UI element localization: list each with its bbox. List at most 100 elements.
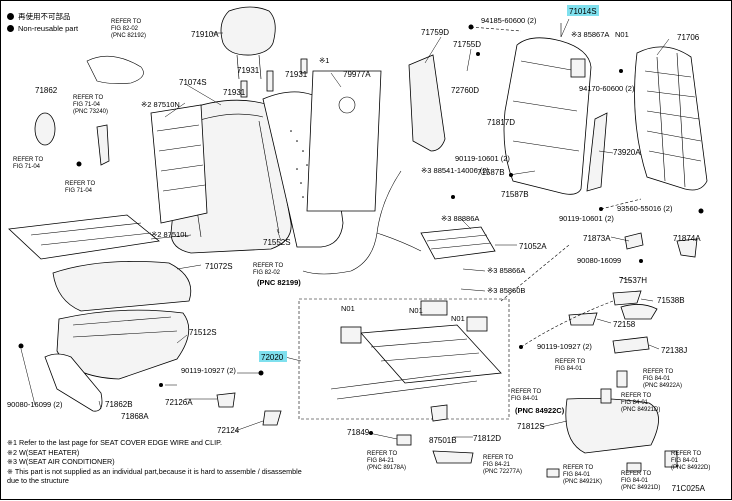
- label-72126A[interactable]: 72126A: [165, 398, 193, 407]
- label-90119-a[interactable]: 90119-10601 (2): [455, 154, 510, 163]
- side-cover-drawing: [408, 54, 446, 152]
- label-85860B[interactable]: ※3 85860B: [487, 286, 525, 295]
- label-71862[interactable]: 71862: [35, 86, 58, 95]
- footnote-1: ※1 Refer to the last page for SEAT COVER…: [7, 438, 222, 447]
- headrest-guides: [240, 58, 308, 98]
- label-90080-b[interactable]: 90080-16099 (2): [7, 400, 63, 409]
- label-N01-d[interactable]: N01: [451, 314, 465, 323]
- cushion-cover-drawing: [52, 260, 192, 312]
- label-85867A[interactable]: ※3 85867A: [571, 30, 609, 39]
- label-88541[interactable]: ※3 88541-14006 (2): [421, 166, 490, 175]
- seatback-frame-drawing: [503, 23, 592, 195]
- label-85866A[interactable]: ※3 85866A: [487, 266, 525, 275]
- label-71931-a[interactable]: 71931: [237, 66, 260, 75]
- label-90119-c[interactable]: 90119-10927 (2): [537, 342, 592, 351]
- label-90119-d[interactable]: 90119-10927 (2): [181, 366, 236, 375]
- label-71072S[interactable]: 71072S: [205, 262, 233, 271]
- headrest-drawing: [211, 6, 276, 80]
- footnote-5: due to the structure: [7, 476, 69, 486]
- label-72124[interactable]: 72124: [217, 426, 240, 435]
- label-71074S[interactable]: 71074S: [179, 78, 207, 87]
- legend-row-jp: 再使用不可部品: [7, 11, 78, 23]
- dashed-leader-3: [600, 198, 642, 210]
- skirt-drawing: [44, 353, 103, 412]
- label-71874A[interactable]: 71874A: [673, 234, 701, 243]
- backboard-drawing: [306, 70, 382, 212]
- label-71537H[interactable]: 71537H: [619, 276, 647, 285]
- label-73920A[interactable]: 73920A: [613, 148, 641, 157]
- footnote-2: ※2 W(SEAT HEATER): [7, 447, 80, 457]
- label-88886A[interactable]: ※3 88886A: [441, 214, 479, 223]
- label-71849[interactable]: 71849: [347, 428, 370, 437]
- label-94170[interactable]: 94170-60600 (2): [579, 84, 635, 93]
- label-71512S[interactable]: 71512S: [189, 328, 217, 337]
- label-71755D[interactable]: 71755D: [453, 40, 481, 49]
- label-87510L[interactable]: ※2 87510L: [151, 230, 189, 239]
- label-94185[interactable]: 94185-60600 (2): [481, 16, 537, 25]
- label-71052A[interactable]: 71052A: [519, 242, 547, 251]
- label-93560[interactable]: 93560-55016 (2): [617, 204, 673, 213]
- label-N01-b[interactable]: N01: [341, 304, 355, 313]
- label-71812D[interactable]: 71812D: [473, 434, 501, 443]
- label-71931-b[interactable]: 71931: [285, 70, 308, 79]
- label-87501B[interactable]: 87501B: [429, 436, 457, 445]
- label-79977A[interactable]: 79977A: [343, 70, 371, 79]
- footnote-3: ※3 W(SEAT AIR CONDITIONER): [7, 457, 115, 467]
- label-71759D[interactable]: 71759D: [421, 28, 449, 37]
- label-71538B[interactable]: 71538B: [657, 296, 685, 305]
- label-87510N[interactable]: ※2 87510N: [141, 100, 180, 109]
- label-72020[interactable]: 72020: [261, 353, 284, 362]
- label-71587B-b[interactable]: 71587B: [501, 190, 529, 199]
- label-71817D[interactable]: 71817D: [487, 118, 515, 127]
- label-72158[interactable]: 72158: [613, 320, 636, 329]
- label-71706[interactable]: 71706: [677, 33, 700, 42]
- leader-lines: [20, 18, 670, 440]
- dashed-leader-2: [470, 26, 522, 32]
- footnote-4: ※ This part is not supplied as an indivi…: [7, 466, 302, 476]
- label-71552S[interactable]: 71552S: [263, 238, 291, 247]
- label-71910A[interactable]: 71910A: [191, 30, 219, 39]
- label-71868A[interactable]: 71868A: [121, 412, 149, 421]
- dashed-leader-1: [520, 300, 614, 348]
- harness-upper-drawing: [86, 55, 144, 84]
- label-N01-c[interactable]: N01: [409, 306, 423, 315]
- label-71587B[interactable]: 71587B: [477, 168, 505, 177]
- label-71862B[interactable]: 71862B: [105, 400, 133, 409]
- label-N01-a[interactable]: N01: [615, 30, 629, 39]
- part-labels: 71910A 71014S 71706 71759D 71755D 94185-…: [7, 7, 701, 445]
- highlight-71014S: [567, 5, 599, 16]
- label-71873A[interactable]: 71873A: [583, 234, 611, 243]
- label-90080-a[interactable]: 90080-16099: [577, 256, 621, 265]
- refer-r5-pnc[interactable]: (PNC 82199): [257, 278, 301, 287]
- label-71931-c[interactable]: 71931: [223, 88, 246, 97]
- bullet-icon: [7, 13, 14, 20]
- figure-code: 71C025A: [671, 484, 705, 493]
- label-72760D[interactable]: 72760D: [451, 86, 479, 95]
- label-71014S[interactable]: 71014S: [569, 7, 597, 16]
- refer-r8-pnc[interactable]: (PNC 84922C): [515, 406, 565, 415]
- cushion-heater-drawing: [8, 214, 160, 260]
- label-star1[interactable]: ※1: [319, 56, 329, 65]
- highlight-72020: [259, 351, 287, 362]
- frame-detail-box: [298, 298, 510, 420]
- label-72138J[interactable]: 72138J: [661, 346, 687, 355]
- label-71812S[interactable]: 71812S: [517, 422, 545, 431]
- label-90119-b[interactable]: 90119-10601 (2): [559, 214, 614, 223]
